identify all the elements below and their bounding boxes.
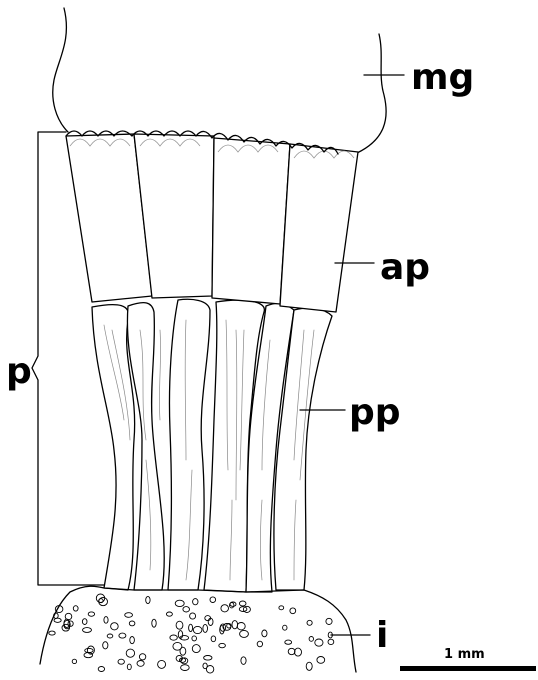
tissue-speckle xyxy=(82,619,87,625)
tissue-speckle xyxy=(85,648,93,652)
tissue-speckle xyxy=(328,639,334,644)
tissue-speckle xyxy=(190,613,196,619)
tissue-speckle xyxy=(203,663,207,669)
tissue-speckle xyxy=(203,624,208,632)
tissue-speckle xyxy=(129,621,135,626)
tissue-speckle xyxy=(107,634,113,638)
tissue-speckle xyxy=(170,635,177,640)
tissue-speckle xyxy=(221,605,229,612)
membrane-outline-right xyxy=(357,34,386,153)
tissue-speckle xyxy=(193,599,198,605)
tissue-speckle xyxy=(317,657,325,664)
tissue-speckle xyxy=(88,612,94,616)
scale-bar xyxy=(400,666,536,671)
tissue-speckle xyxy=(237,623,245,630)
tissue-speckle xyxy=(210,597,216,603)
tissue-speckle xyxy=(257,641,262,647)
tissue-speckle xyxy=(173,642,182,650)
tissue-speckle xyxy=(306,662,312,670)
label-mg: mg xyxy=(411,57,474,98)
tissue-speckle xyxy=(288,648,295,654)
tissue-speckle xyxy=(232,621,238,629)
tissue-speckle xyxy=(176,621,183,629)
tissue-speckle xyxy=(241,657,246,665)
tissue-speckle xyxy=(283,625,287,630)
tissue-speckle xyxy=(65,613,72,619)
scale-bar-label: 1 mm xyxy=(444,647,485,662)
tissue-speckle xyxy=(118,659,124,664)
tissue-speckle xyxy=(126,649,134,657)
tissue-speckle xyxy=(219,643,226,647)
tissue-speckle xyxy=(146,596,150,603)
tissue-speckle xyxy=(166,612,172,616)
tissue-speckle xyxy=(309,637,313,642)
tissue-speckle xyxy=(125,613,133,618)
tissue-speckle xyxy=(127,664,131,670)
tissue-speckle xyxy=(193,626,202,633)
membrane-outline xyxy=(53,8,68,132)
tissue-speckle xyxy=(72,659,76,663)
tissue-speckle xyxy=(262,630,267,637)
tissue-speckle xyxy=(180,647,186,655)
label-pp: pp xyxy=(349,392,401,433)
tissue-speckle xyxy=(326,618,332,624)
tissue-speckle xyxy=(152,619,156,627)
tissue-speckle xyxy=(68,621,73,626)
tissue-speckle xyxy=(181,665,190,671)
tissue-speckle xyxy=(130,637,135,644)
tissue-speckle xyxy=(211,636,216,642)
tissue-speckle xyxy=(158,660,166,668)
tissue-speckle xyxy=(49,631,55,635)
tissue-speckle xyxy=(290,608,296,614)
label-ap: ap xyxy=(380,247,430,288)
basal-tissue xyxy=(40,586,356,673)
tissue-speckle xyxy=(240,630,249,637)
tissue-speckle xyxy=(279,606,284,610)
tissue-speckle xyxy=(54,618,61,622)
tissue-speckle xyxy=(175,600,184,606)
tissue-speckle xyxy=(307,620,312,625)
tissue-speckle xyxy=(295,648,302,656)
tissue-speckle xyxy=(73,606,78,611)
tissue-speckle xyxy=(137,661,144,667)
tissue-speckle xyxy=(315,639,323,646)
tissue-speckle xyxy=(239,601,246,606)
tissue-speckle xyxy=(189,624,193,631)
tissue-speckle xyxy=(192,645,200,653)
tissue-speckle xyxy=(183,607,190,612)
tissue-speckle xyxy=(285,640,292,644)
tissue-speckle xyxy=(111,623,119,630)
tissue-speckle xyxy=(104,617,108,624)
tissue-speckle xyxy=(204,656,212,661)
label-i: i xyxy=(376,615,388,656)
anterior-portion xyxy=(66,134,358,312)
tissue-speckle xyxy=(139,654,145,660)
tissue-speckle xyxy=(192,636,197,641)
label-p: p xyxy=(6,351,32,392)
tissue-speckle xyxy=(83,628,92,633)
posterior-portion xyxy=(92,299,332,592)
tissue-speckle xyxy=(119,633,126,638)
tissue-speckle xyxy=(98,667,104,672)
tissue-speckle xyxy=(103,642,108,649)
